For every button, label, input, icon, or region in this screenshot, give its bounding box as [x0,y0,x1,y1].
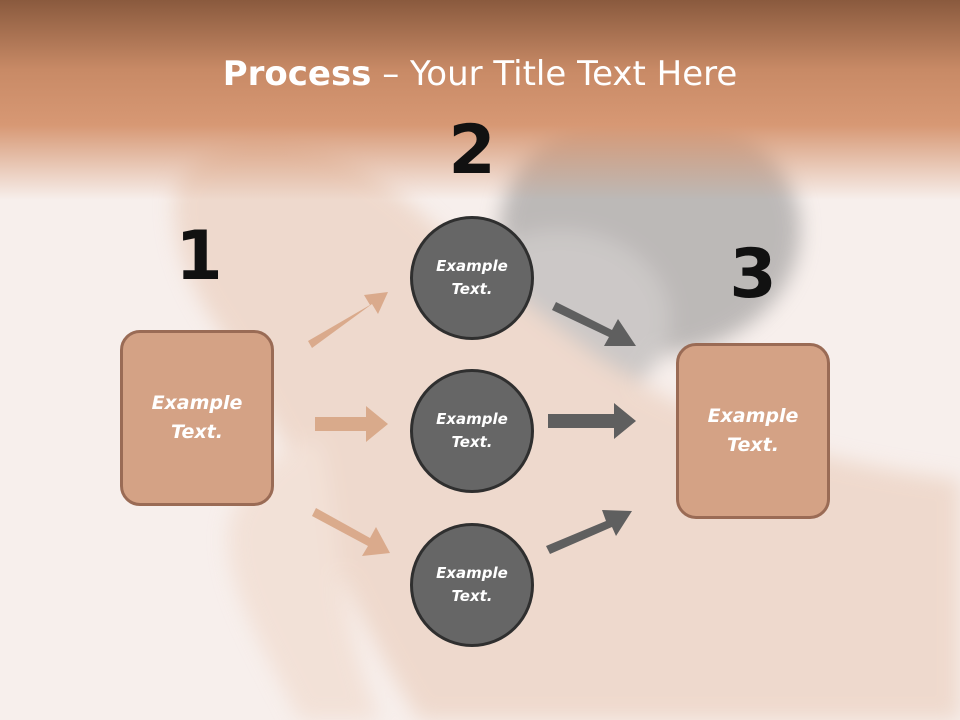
arrow-tan-down-right [312,508,390,556]
arrow-gray-up-right [546,510,632,554]
step-number-1: 1 [175,217,223,296]
arrow-tan-right [315,406,388,442]
circle-top-label: Example Text. [436,257,508,298]
title-bold: Process [222,54,372,94]
header-band [0,0,960,200]
step-number-3: 3 [729,235,777,314]
step-box-left: Example Text. [120,330,274,506]
arrow-gray-right [548,403,636,439]
step-box-left-label: Example Text. [151,392,243,443]
circle-bottom-label: Example Text. [436,564,508,605]
circle-middle-label: Example Text. [436,410,508,451]
circle-bottom: Example Text. [410,523,534,647]
circle-middle: Example Text. [410,369,534,493]
page-title: Process – Your Title Text Here [0,52,960,96]
arrow-tan-up-right [308,292,388,348]
step-box-right: Example Text. [676,343,830,519]
circle-top: Example Text. [410,216,534,340]
title-rest: – Your Title Text Here [371,54,738,94]
step-box-right-label: Example Text. [707,405,799,456]
arrow-gray-down-right [552,302,636,346]
step-number-2: 2 [448,111,496,190]
